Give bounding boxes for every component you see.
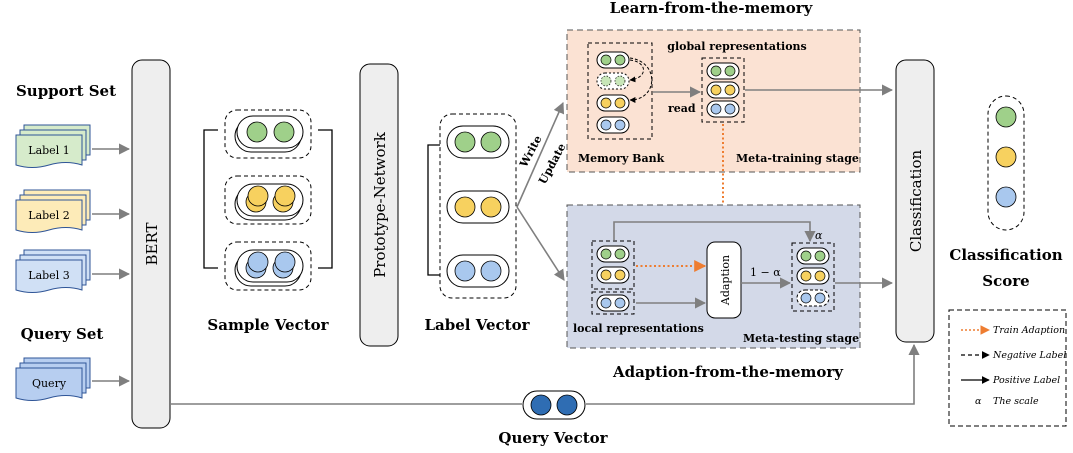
adaption-title: Adaption-from-the-memory bbox=[612, 363, 844, 381]
label-vector-title: Label Vector bbox=[425, 316, 531, 334]
legend-alpha-symbol: α bbox=[975, 396, 982, 407]
label-3-text: Label 3 bbox=[28, 269, 69, 282]
classification-score-title-2: Score bbox=[982, 272, 1029, 290]
legend: Train Adaption Negative Label Positive L… bbox=[948, 309, 1067, 427]
learn-title: Learn-from-the-memory bbox=[610, 0, 814, 17]
label-vector-group bbox=[427, 113, 517, 299]
arrow-to-adaption bbox=[516, 206, 565, 281]
classification-label: Classification bbox=[907, 150, 925, 253]
label-2-text: Label 2 bbox=[28, 209, 69, 222]
query-card: Query bbox=[15, 357, 91, 401]
arrow-alpha-path bbox=[613, 221, 816, 243]
classification-score-capsule bbox=[987, 95, 1025, 231]
label-1-card: Label 1 bbox=[15, 124, 91, 168]
label-1-text: Label 1 bbox=[28, 144, 69, 157]
classification-score-title-1: Classification bbox=[949, 246, 1062, 264]
local-representations bbox=[591, 240, 635, 315]
memory-bank bbox=[587, 42, 653, 140]
meta-training-stage-label: Meta-training stage bbox=[736, 152, 859, 165]
legend-positive-label-text: Positive Label bbox=[992, 375, 1060, 386]
label-3-card: Label 3 bbox=[15, 249, 91, 293]
query-vector bbox=[522, 390, 586, 420]
update-label: Update bbox=[536, 141, 568, 186]
adaption-block bbox=[706, 241, 742, 319]
write-label: Write bbox=[517, 133, 545, 170]
query-text: Query bbox=[32, 377, 67, 390]
sample-green-pair bbox=[224, 109, 312, 159]
adaption-block-label: Adaption bbox=[719, 255, 732, 306]
read-label: read bbox=[668, 102, 696, 115]
adapted-representations bbox=[791, 242, 835, 312]
prototype-network-block: Prototype-Network bbox=[359, 63, 399, 347]
bert-label: BERT bbox=[143, 222, 161, 265]
prototype-network-label: Prototype-Network bbox=[371, 131, 389, 277]
legend-negative-label-text: Negative Label bbox=[992, 350, 1066, 361]
adaption-panel: local representations α Adaption 1 − α M… bbox=[566, 204, 861, 349]
query-set-title: Query Set bbox=[21, 325, 104, 343]
one-minus-alpha-label: 1 − α bbox=[750, 266, 781, 279]
query-line-right bbox=[586, 343, 920, 405]
support-set-title: Support Set bbox=[16, 82, 116, 100]
query-vector-title: Query Vector bbox=[498, 429, 608, 447]
legend-train-adaption-text: Train Adaption bbox=[993, 325, 1065, 336]
meta-testing-stage-label: Meta-testing stage bbox=[743, 332, 859, 345]
legend-the-scale-text: The scale bbox=[993, 396, 1039, 407]
global-representations-label: global representations bbox=[667, 40, 807, 53]
sample-yellow-pair bbox=[224, 175, 312, 225]
sample-blue-pair bbox=[224, 241, 312, 291]
alpha-label: α bbox=[815, 229, 823, 242]
learn-panel: global representations Memory Bank read bbox=[566, 29, 861, 173]
label-2-card: Label 2 bbox=[15, 189, 91, 233]
classification-block: Classification bbox=[895, 59, 935, 343]
sample-vector-title: Sample Vector bbox=[207, 316, 329, 334]
local-representations-label: local representations bbox=[573, 322, 704, 335]
global-representations bbox=[701, 57, 745, 123]
arrow-write-update bbox=[516, 101, 565, 208]
memory-bank-label: Memory Bank bbox=[578, 152, 665, 165]
bert-block: BERT bbox=[131, 59, 171, 429]
sample-vector-group bbox=[203, 109, 333, 291]
